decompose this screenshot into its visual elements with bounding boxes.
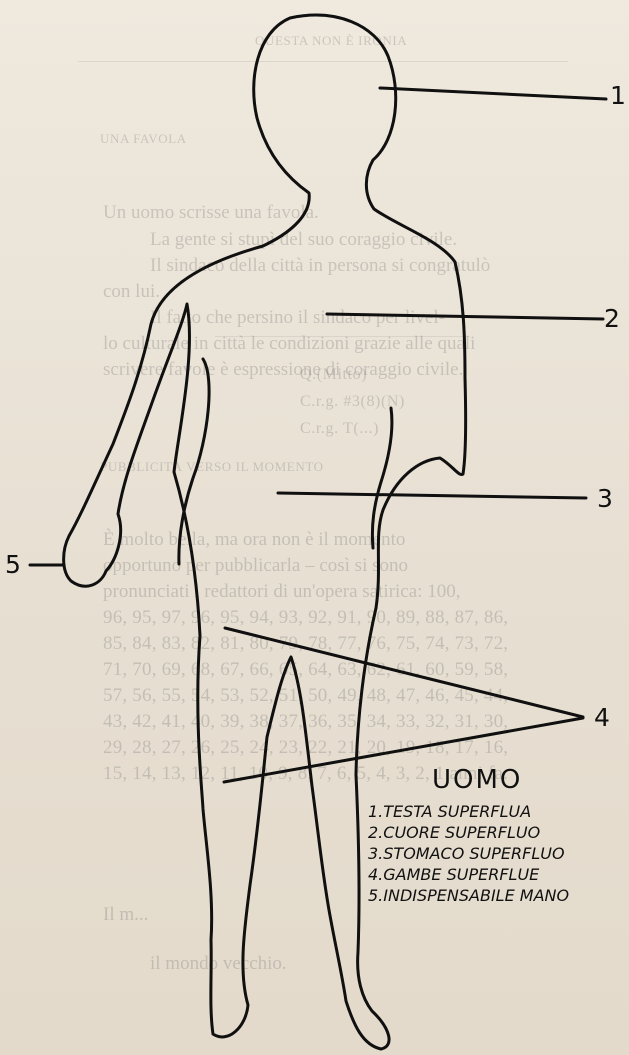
left-arm-inner-line — [179, 359, 209, 564]
legend-item-legs: 4.GAMBE SUPERFLUE — [368, 864, 628, 885]
legend-item-hand: 5.INDISPENSABILE MANO — [368, 885, 628, 906]
label-number-1: 1 — [610, 83, 626, 108]
pointer-2-line — [327, 314, 603, 319]
legend-item-heart: 2.CUORE SUPERFLUO — [368, 822, 628, 843]
label-number-4: 4 — [594, 705, 610, 730]
label-number-5: 5 — [5, 552, 21, 577]
label-number-2: 2 — [604, 306, 620, 331]
legend-item-stomach: 3.STOMACO SUPERFLUO — [368, 843, 628, 864]
label-number-3: 3 — [597, 486, 613, 511]
right-arm-inner-line — [372, 408, 391, 548]
pointer-1-line — [380, 88, 606, 99]
legend: UOMO 1.TESTA SUPERFLUA 2.CUORE SUPERFLUO… — [368, 767, 628, 906]
legend-item-head: 1.TESTA SUPERFLUA — [368, 801, 628, 822]
pointer-3-line — [278, 493, 586, 498]
pointer-4-line-upper — [225, 628, 583, 717]
legend-title: UOMO — [432, 767, 628, 793]
